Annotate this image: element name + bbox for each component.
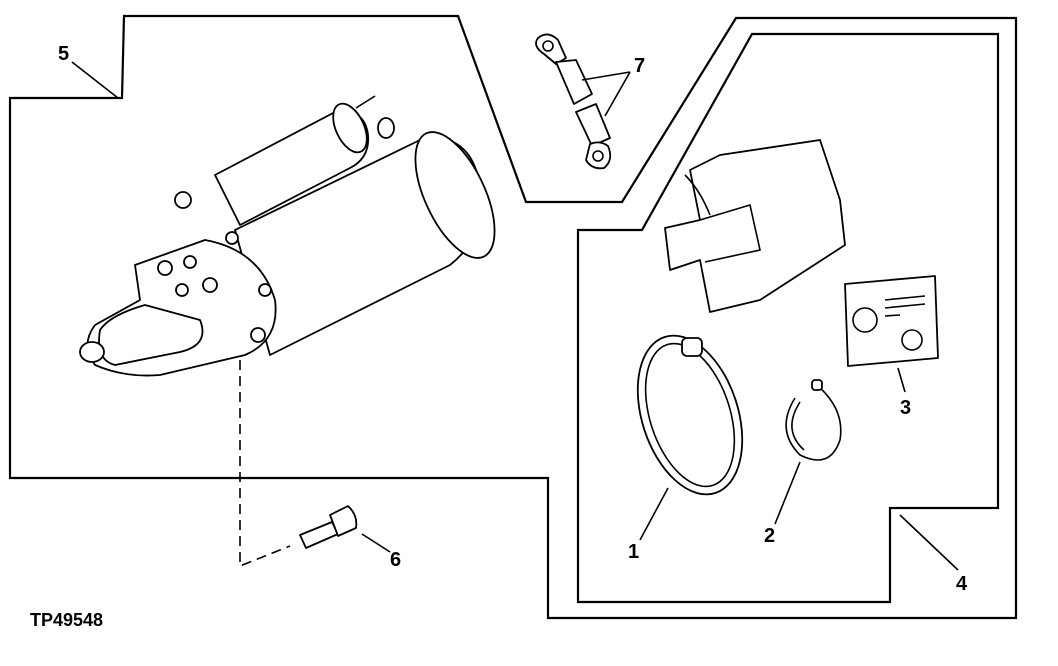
small-clamp [785,379,842,461]
callout-2: 2 [764,525,775,547]
mounting-dashed-line [239,360,291,568]
callout-3: 3 [900,397,911,419]
starter-assembly-boundary [8,14,1018,620]
leader-7b [604,71,631,117]
leader-2 [774,461,801,525]
leader-1 [639,487,669,541]
cap-screw [299,505,358,549]
leader-6 [361,533,391,553]
kit-boundary [576,32,1000,604]
large-hose-clamp [636,334,744,496]
callout-4: 4 [956,573,968,595]
cable-leads [535,33,612,170]
leader-5 [71,61,119,99]
leader-3 [897,367,906,393]
solenoid-cover [664,139,846,313]
safety-decal [844,275,939,367]
callout-1: 1 [628,541,639,563]
callout-7: 7 [634,55,645,77]
figure-id: TP49548 [30,610,103,630]
leader-7a [581,71,631,81]
leader-4 [899,514,959,571]
callout-5: 5 [58,43,69,65]
callout-6: 6 [390,549,401,571]
starter-motor [79,95,496,377]
